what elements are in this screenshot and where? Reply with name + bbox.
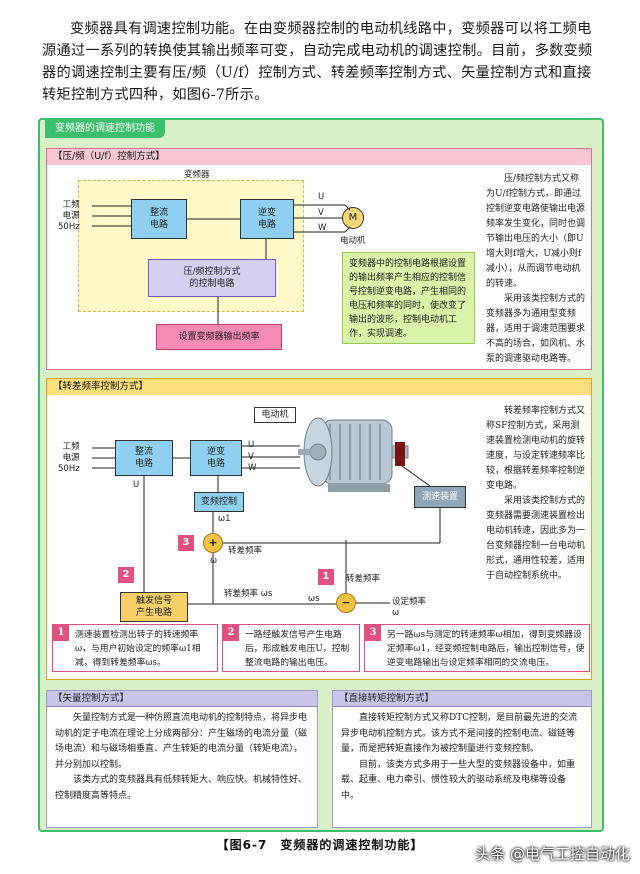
- p2-motor-tag: 电动机: [254, 407, 296, 423]
- ws-label: ωs: [308, 594, 320, 604]
- inverter-label: 变频器: [184, 170, 210, 180]
- p1-v-label: V: [318, 208, 324, 218]
- intro-paragraph: 变频器具有调速控制功能。在由变频器控制的电动机线路中，变频器可以将工频电源通过一…: [42, 21, 593, 103]
- p1-motor-symbol: M: [342, 207, 364, 229]
- p2-source-l2: 电源: [62, 453, 80, 463]
- sum-node-plus: +: [203, 533, 223, 553]
- p1-explanation-note: 变频器中的控制电路根据设置的输出频率产生相应的控制信号控制逆变电路，产生相同的电…: [342, 252, 475, 344]
- vector-para2: 该类方式的变频器具有低频转矩大、响应快、机械特性好、控制精度高等特点。: [55, 775, 308, 801]
- uf-control-circuit-block: 压/频控制方式 的控制电路: [148, 259, 276, 297]
- sum-node-minus: −: [336, 593, 356, 613]
- w1-label: ω1: [218, 514, 231, 524]
- p2-side-text: 转差频率控制方式又称SF控制方式，采用测速装置检测电动机的旋转速度，与设定转速频…: [486, 404, 586, 584]
- p1-inverter-block: 逆变 电路: [240, 199, 294, 239]
- p1-rectifier-block: 整流 电路: [131, 199, 187, 239]
- freq-control-block: 变频控制: [194, 492, 244, 512]
- step-2-tag: 2: [223, 625, 239, 641]
- dtc-para1: 直接转矩控制方式又称DTC控制，是目前最先进的交流异步电动机控制方式。该方式不是…: [341, 713, 578, 754]
- p1-source-l2: 电源: [62, 211, 80, 221]
- dtc-control-title: 【直接转矩控制方式】: [333, 691, 591, 707]
- step-2-text: 一路经触发信号产生电路后，形成触发电压U，控制整流电路的输出电压。: [245, 630, 350, 668]
- motor-body: [298, 417, 409, 492]
- step-3-tag: 3: [365, 625, 381, 641]
- dtc-control-text: 直接转矩控制方式又称DTC控制，是目前最先进的交流异步电动机控制方式。该方式不是…: [333, 707, 591, 808]
- p2-trigger-voltage-label: U: [133, 480, 140, 490]
- p2-source-l3: 50Hz: [58, 464, 80, 474]
- p1-side-text: 压/频控制方式又称为U/f控制方式，即通过控制逆变电路使输出电源频率发生变化，同…: [486, 172, 586, 367]
- dtc-para2: 目前，该类方式多用于一些大型的变频器设备中，如重载、起重、电力牵引、惯性较大的驱…: [341, 759, 576, 801]
- trigger-signal-block: 触发信号 产生电路: [120, 592, 188, 622]
- slip-freq-label-1: 转差频率: [228, 546, 263, 556]
- p1-source-l3: 50Hz: [58, 222, 80, 232]
- p1-motor-label: 电动机: [340, 236, 366, 246]
- vector-para1: 矢量控制方式是一种仿照直流电动机的控制特点，将异步电动机的定子电流在理论上分成两…: [55, 713, 308, 770]
- set-w-label: ω: [392, 608, 400, 618]
- step-tag-1-diagram: 1: [318, 569, 334, 585]
- watermark: 头条 @电气工控自动化: [475, 845, 630, 863]
- p2-side-para2: 采用该类控制方式的变频器需要测速装置检出电动机转速，因此多为一台变频器控制一台电…: [486, 496, 586, 581]
- speed-measuring-device: 测速装置: [414, 486, 466, 508]
- step-3-explanation: 3 另一路ωs与测定的转速频率ω相加，得到变频器设定频率ω1，经变频控制电路后，…: [364, 624, 590, 672]
- p2-side-para1: 转差频率控制方式又称SF控制方式，采用测速装置检测电动机的旋转速度，与设定转速频…: [486, 406, 586, 491]
- p2-u-label: U: [248, 440, 255, 450]
- vector-control-box: 【矢量控制方式】 矢量控制方式是一种仿照直流电动机的控制特点，将异步电动机的定子…: [46, 690, 318, 828]
- p1-side-para1: 压/频控制方式又称为U/f控制方式，即通过控制逆变电路使输出电源频率发生变化，同…: [486, 174, 586, 289]
- step-1-tag: 1: [53, 625, 69, 641]
- p2-rectifier-block: 整流 电路: [115, 440, 173, 476]
- vector-control-title: 【矢量控制方式】: [47, 691, 317, 707]
- uf-panel-title: 【压/频（U/f）控制方式】: [47, 149, 591, 165]
- vector-control-text: 矢量控制方式是一种仿照直流电动机的控制特点，将异步电动机的定子电流在理论上分成两…: [47, 707, 317, 808]
- set-freq-label: 设定频率: [392, 597, 427, 607]
- set-output-freq-block: 设置变频器输出频率: [156, 324, 282, 350]
- figure-frame-title: 变频器的调速控制功能: [45, 120, 165, 138]
- step-1-text: 测速装置检测出转子的转速频率ω，与用户初始设定的频率ω1相减，得到转差频率ωs。: [75, 630, 201, 668]
- p1-u-label: U: [318, 192, 325, 202]
- p1-w-label: W: [318, 223, 327, 233]
- step-3-text: 另一路ωs与测定的转速频率ω相加，得到变频器设定频率ω1，经变频控制电路后，输出…: [387, 630, 585, 668]
- p1-side-para2: 采用该类控制方式的变频器多为通用型变频器，适用于调速范围要求不高的场合，如风机、…: [486, 294, 586, 364]
- slip-freq-label-2: 转差频率: [346, 574, 381, 584]
- step-tag-3-diagram: 3: [178, 535, 194, 551]
- w-label-left: ω: [210, 556, 218, 566]
- p2-source-l1: 工频: [62, 442, 80, 452]
- step-2-explanation: 2 一路经触发信号产生电路后，形成触发电压U，控制整流电路的输出电压。: [222, 624, 360, 672]
- p1-source-l1: 工频: [62, 200, 80, 210]
- step-tag-2-diagram: 2: [118, 567, 134, 583]
- p2-inverter-block: 逆变 电路: [190, 440, 242, 476]
- step-1-explanation: 1 测速装置检测出转子的转速频率ω，与用户初始设定的频率ω1相减，得到转差频率ω…: [52, 624, 218, 672]
- slip-freq-label-3: 转差频率 ωs: [224, 589, 273, 599]
- figure-caption: 【图6-7 变频器的调速控制功能】: [216, 838, 424, 852]
- slip-panel-title: 【转差频率控制方式】: [47, 379, 591, 395]
- dtc-control-box: 【直接转矩控制方式】 直接转矩控制方式又称DTC控制，是目前最先进的交流异步电动…: [332, 690, 592, 828]
